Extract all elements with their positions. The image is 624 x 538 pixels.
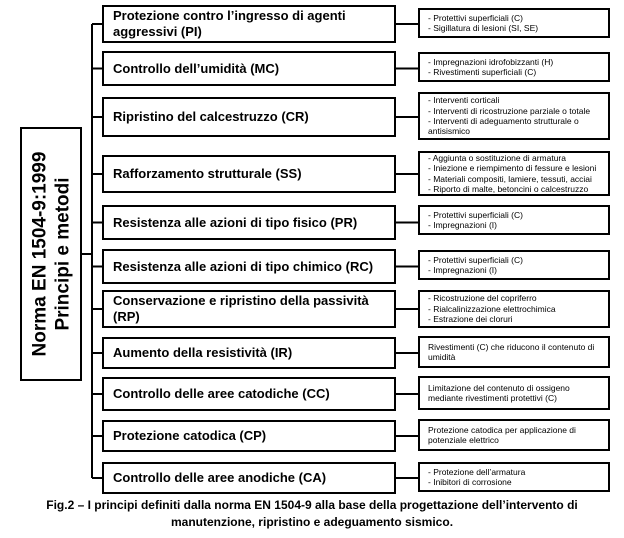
principle-box: Ripristino del calcestruzzo (CR) <box>102 97 396 137</box>
root-title: Norma EN 1504-9:1999 <box>29 151 51 357</box>
principle-box: Conservazione e ripristino della passivi… <box>102 290 396 328</box>
method-item: Protettivi superficiali (C) <box>428 13 538 23</box>
methods-list: Protettivi superficiali (C)Impregnazioni… <box>428 255 523 276</box>
method-item: Limitazione del contenuto di ossigeno me… <box>428 382 570 403</box>
methods-box: Aggiunta o sostituzione di armaturaIniez… <box>418 151 610 196</box>
caption-line-1: Fig.2 – I principi definiti dalla norma … <box>46 498 578 512</box>
methods-box: Impregnazioni idrofobizzanti (H)Rivestim… <box>418 52 610 82</box>
method-item: Protezione dell’armatura <box>428 467 525 477</box>
methods-list: Limitazione del contenuto di ossigeno me… <box>428 383 600 404</box>
method-item: Rialcalinizzazione elettrochimica <box>428 304 555 314</box>
methods-list: Rivestimenti (C) che riducono il contenu… <box>428 342 600 363</box>
method-item: Iniezione e riempimento di fessure e les… <box>428 163 596 173</box>
methods-list: Impregnazioni idrofobizzanti (H)Rivestim… <box>428 57 553 78</box>
root-subtitle: Principi e metodi <box>52 177 74 331</box>
caption-line-2: manutenzione, ripristino e adeguamento s… <box>170 515 454 529</box>
method-item: Sigillatura di lesioni (SI, SE) <box>428 23 538 33</box>
principle-label: Resistenza alle azioni di tipo chimico (… <box>113 258 374 274</box>
principle-label: Protezione catodica (CP) <box>113 428 267 443</box>
method-item: Interventi di ricostruzione parziale o t… <box>428 106 600 116</box>
principle-label: Controllo delle aree catodiche (CC) <box>113 386 330 401</box>
principle-label: Controllo delle aree anodiche (CA) <box>113 470 327 485</box>
principle-box: Protezione catodica (CP) <box>102 420 396 452</box>
principle-box: Aumento della resistività (IR) <box>102 337 396 369</box>
principle-label: Protezione contro l’ingresso di agenti a… <box>113 8 346 39</box>
root-standard-box: Norma EN 1504-9:1999 Principi e metodi <box>20 127 82 381</box>
principle-label: Rafforzamento strutturale (SS) <box>113 166 302 181</box>
root-standard-label: Norma EN 1504-9:1999 Principi e metodi <box>28 152 74 357</box>
methods-list: Ricostruzione del copriferroRialcalinizz… <box>428 293 556 324</box>
methods-box: Protettivi superficiali (C)Impregnazioni… <box>418 250 610 280</box>
principle-box: Protezione contro l’ingresso di agenti a… <box>102 5 396 43</box>
methods-list: Interventi corticaliInterventi di ricost… <box>428 95 600 137</box>
methods-box: Limitazione del contenuto di ossigeno me… <box>418 376 610 410</box>
principle-box: Controllo delle aree catodiche (CC) <box>102 377 396 411</box>
method-item: Estrazione dei cloruri <box>428 314 556 324</box>
methods-list: Protezione catodica per applicazione di … <box>428 425 600 446</box>
method-item: Protettivi superficiali (C) <box>428 255 523 265</box>
methods-list: Aggiunta o sostituzione di armaturaIniez… <box>428 153 596 195</box>
principle-box: Resistenza alle azioni di tipo fisico (P… <box>102 205 396 240</box>
method-item: Impregnazioni idrofobizzanti (H) <box>428 57 553 67</box>
method-item: Rivestimenti superficiali (C) <box>428 67 553 77</box>
principle-label: Controllo dell’umidità (MC) <box>113 60 280 76</box>
principle-box: Resistenza alle azioni di tipo chimico (… <box>102 249 396 284</box>
methods-box: Ricostruzione del copriferroRialcalinizz… <box>418 290 610 328</box>
methods-list: Protettivi superficiali (C)Impregnazioni… <box>428 210 523 231</box>
principle-box: Controllo dell’umidità (MC) <box>102 51 396 86</box>
methods-box: Protettivi superficiali (C)Sigillatura d… <box>418 8 610 38</box>
principle-label: Ripristino del calcestruzzo (CR) <box>113 109 309 124</box>
method-item: Impregnazioni (I) <box>428 265 523 275</box>
methods-box: Protettivi superficiali (C)Impregnazioni… <box>418 205 610 235</box>
principle-box: Rafforzamento strutturale (SS) <box>102 155 396 193</box>
methods-box: Interventi corticaliInterventi di ricost… <box>418 92 610 140</box>
principle-label: Conservazione e ripristino della passivi… <box>113 293 369 324</box>
principle-box: Controllo delle aree anodiche (CA) <box>102 462 396 494</box>
method-item: Ricostruzione del copriferro <box>428 293 556 303</box>
principle-label: Resistenza alle azioni di tipo fisico (P… <box>113 214 358 230</box>
method-item: Interventi corticali <box>428 95 600 105</box>
method-item: Protettivi superficiali (C) <box>428 210 523 220</box>
methods-box: Protezione catodica per applicazione di … <box>418 419 610 451</box>
principle-label: Aumento della resistività (IR) <box>113 345 293 360</box>
method-item: Materiali compositi, lamiere, tessuti, a… <box>428 174 596 184</box>
methods-list: Protezione dell’armaturaInibitori di cor… <box>428 467 525 488</box>
method-item: Impregnazioni (I) <box>428 220 523 230</box>
method-item: Riporto di malte, betoncini o calcestruz… <box>428 184 596 194</box>
method-item: Rivestimenti (C) che riducono il contenu… <box>428 341 595 362</box>
methods-box: Protezione dell’armaturaInibitori di cor… <box>418 462 610 492</box>
method-item: Interventi di adeguamento strutturale o … <box>428 116 600 137</box>
methods-list: Protettivi superficiali (C)Sigillatura d… <box>428 13 538 34</box>
methods-box: Rivestimenti (C) che riducono il contenu… <box>418 336 610 368</box>
figure-caption: Fig.2 – I principi definiti dalla norma … <box>0 497 624 531</box>
method-item: Protezione catodica per applicazione di … <box>428 424 576 445</box>
method-item: Inibitori di corrosione <box>428 477 525 487</box>
method-item: Aggiunta o sostituzione di armatura <box>428 153 596 163</box>
